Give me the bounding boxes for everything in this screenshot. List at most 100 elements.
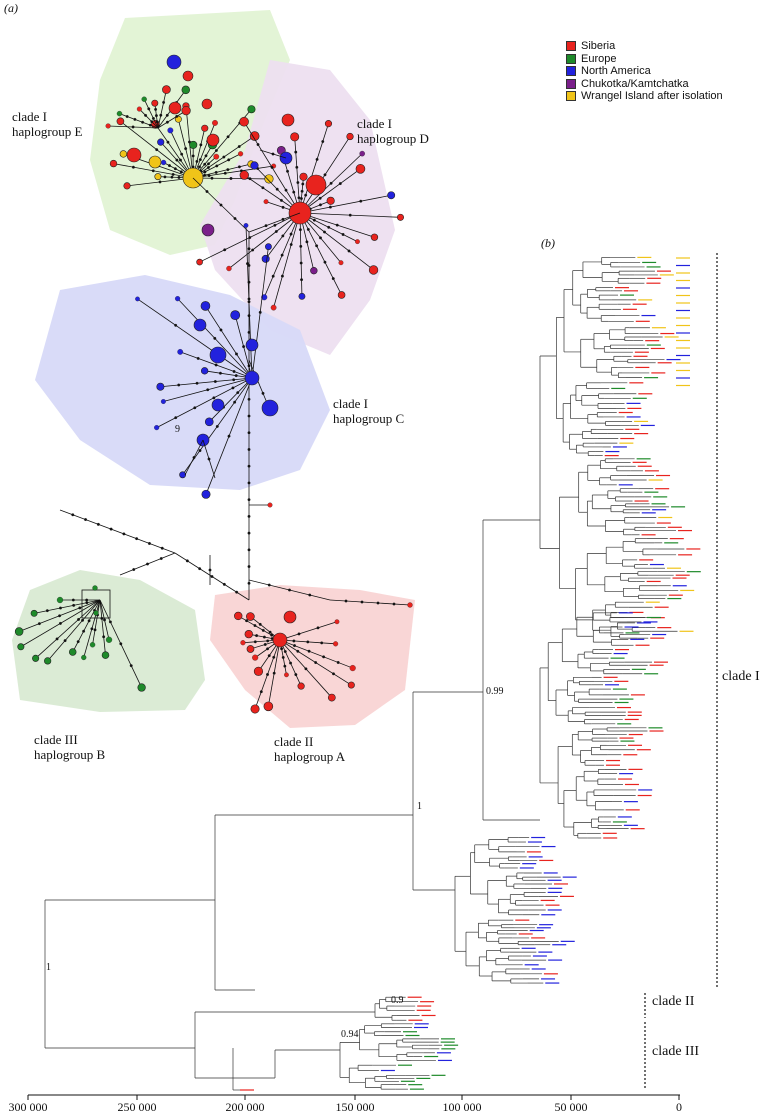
haplotype-node (290, 132, 300, 142)
haplotype-node (305, 174, 327, 196)
network-edge (238, 615, 281, 641)
network-edge (248, 212, 301, 233)
legend-item-chukotka: Chukotka/Kamtchatka (566, 78, 723, 91)
mutation-step (55, 637, 59, 641)
mutation-step (300, 278, 304, 282)
mutation-step (264, 224, 268, 228)
mutation-step (296, 181, 300, 184)
mutation-step (177, 383, 181, 387)
mutation-step (247, 514, 251, 518)
mutation-step (147, 107, 151, 111)
haplotype-node (196, 258, 203, 266)
mutation-step (296, 649, 300, 653)
mutation-step (72, 603, 76, 607)
mutation-step (159, 557, 163, 560)
mutation-step (193, 406, 197, 410)
haplotype-node (137, 683, 146, 692)
haplotype-node (126, 147, 142, 163)
haplotype-node (181, 105, 191, 116)
haplotype-node (261, 399, 279, 417)
mutation-step (195, 159, 199, 163)
mutation-step (218, 371, 222, 375)
haplotype-node (182, 70, 194, 82)
blob-haplogroup-c (35, 275, 330, 490)
haplotype-node (105, 123, 111, 129)
mutation-step (174, 323, 178, 327)
mutation-step (298, 228, 302, 232)
legend-label-north-america: North America (581, 65, 651, 78)
legend-swatch-wrangel (566, 91, 576, 102)
mutation-step (214, 149, 218, 152)
haplotype-node (154, 173, 162, 181)
haplotype-node (284, 672, 289, 678)
mutation-step (289, 232, 293, 236)
legend-swatch-chukotka (566, 78, 576, 89)
tree-clade-label-ii: clade II (652, 994, 695, 1009)
mutation-step (323, 173, 327, 177)
mutation-step (87, 619, 91, 623)
haplotype-node (213, 153, 220, 160)
mutation-step (263, 643, 267, 646)
mutation-step (223, 248, 227, 252)
network-edge (47, 599, 101, 662)
blob-haplogroup-e (90, 10, 290, 255)
haplotype-node (253, 666, 264, 676)
mutation-step (125, 115, 129, 118)
mutation-step (292, 190, 296, 194)
haplotype-node (175, 296, 181, 302)
mutation-step (247, 565, 251, 568)
mutation-step (341, 233, 345, 236)
mutation-step (198, 567, 202, 571)
haplotype-node (359, 150, 365, 157)
mutation-step (261, 391, 265, 395)
clade-label-haplogroup-a: clade II haplogroup A (274, 734, 346, 764)
mutation-step (154, 107, 158, 111)
mutation-step (215, 164, 219, 168)
mutation-step (93, 628, 97, 632)
mutation-step (318, 203, 322, 207)
mutation-step (213, 336, 217, 340)
mutation-step (133, 117, 137, 121)
mutation-step (271, 152, 275, 156)
mutation-step (175, 158, 179, 162)
haplotype-node (247, 105, 256, 114)
mutation-step (222, 155, 226, 159)
mutation-step (297, 632, 301, 636)
mutation-step (231, 386, 235, 390)
mutation-step (155, 120, 159, 124)
mutation-step (308, 593, 312, 597)
mutation-step (226, 135, 230, 139)
mutation-step (210, 176, 214, 180)
haplotype-node (261, 254, 270, 263)
mutation-step (295, 165, 299, 169)
mutation-step (233, 217, 237, 220)
haplotype-node (337, 291, 346, 299)
network-edge (299, 212, 303, 297)
mutation-step (37, 622, 41, 626)
mutation-step (144, 113, 148, 117)
haplotype-node (263, 199, 269, 205)
mutation-step (159, 113, 163, 117)
mutation-step (253, 640, 257, 644)
haplotype-node (167, 127, 174, 134)
haplotype-node (148, 155, 162, 169)
legend-label-europe: Europe (581, 52, 617, 65)
haplotype-node (243, 223, 249, 228)
mutation-step (344, 599, 348, 603)
mutation-step (268, 630, 272, 634)
haplotype-node (160, 159, 167, 166)
mutation-step (246, 262, 249, 266)
haplotype-node (93, 610, 99, 616)
network-edge (273, 212, 301, 308)
network-edge (192, 165, 274, 179)
haplotype-node (265, 243, 272, 251)
network-edge (157, 89, 167, 129)
mutation-step (376, 601, 380, 605)
network-edge (294, 136, 301, 214)
mutation-step (301, 182, 305, 186)
axis-tick-150000: 150 000 (335, 1100, 375, 1114)
mutation-step (279, 198, 283, 202)
mutation-step (331, 277, 335, 281)
haplotype-node (297, 682, 305, 690)
mutation-step (198, 449, 202, 453)
